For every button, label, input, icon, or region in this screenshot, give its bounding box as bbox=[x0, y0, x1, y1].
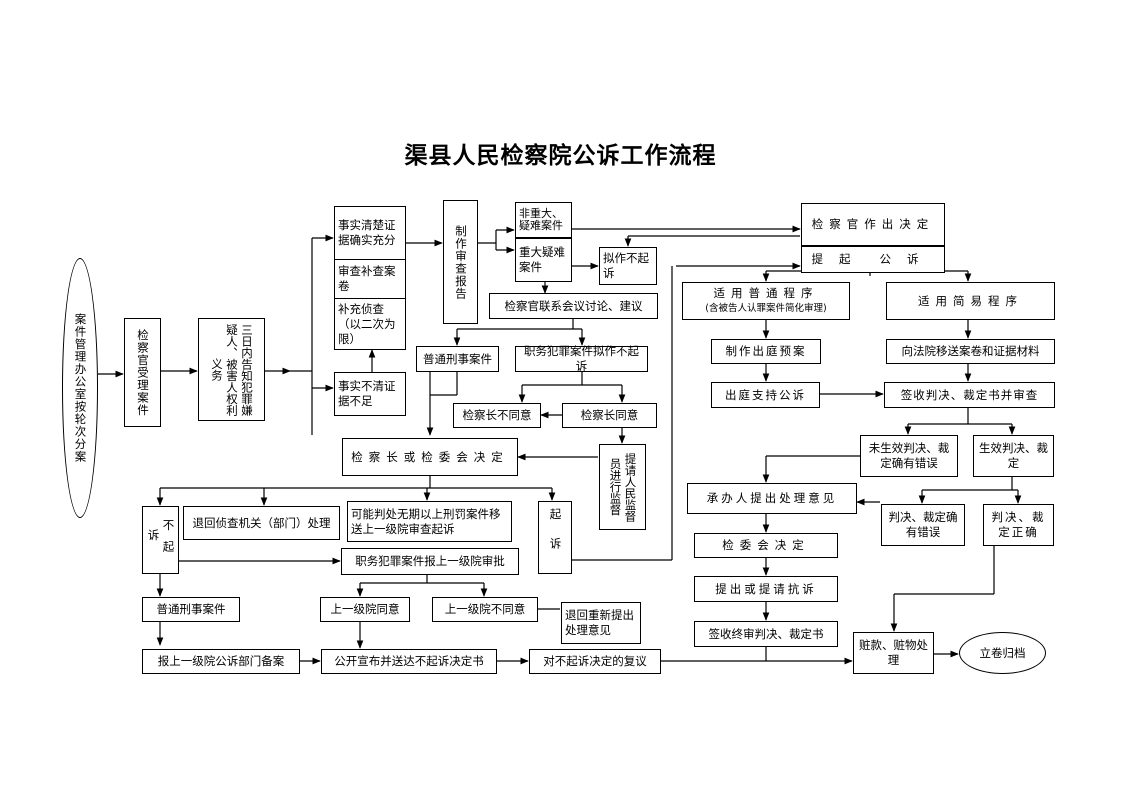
chief-disagree-node: 检察长不同意 bbox=[453, 403, 541, 428]
announce-deliver-node: 公开宣布并送达不起诉决定书 bbox=[321, 649, 497, 674]
joint-meeting-node: 检察官联系会议讨论、建议 bbox=[489, 293, 658, 319]
people-supervisor-node: 提请人民监督员进行监督 bbox=[599, 444, 646, 530]
facts-clear-node: 事实清楚证据确实充分 bbox=[334, 206, 406, 260]
prosecute-node: 起诉 bbox=[538, 501, 572, 574]
not-effective-node: 未生效判决、裁定确有错误 bbox=[860, 435, 958, 477]
ordinary-procedure-note: (含被告人认罪案件简化审理) bbox=[705, 303, 827, 314]
judgment-wrong-node: 判决、裁定确有错误 bbox=[881, 504, 965, 546]
transfer-higher-node: 可能判处无期以上刑罚案件移送上一级院审查起诉 bbox=[347, 501, 512, 542]
notify-rights-node: 三日内告知犯罪嫌疑人、被害人权利义务 bbox=[198, 318, 265, 421]
page-title: 渠县人民检察院公诉工作流程 bbox=[404, 142, 717, 169]
ordinary-case-node: 普通刑事案件 bbox=[416, 346, 499, 372]
review-file-node: 审查补查案卷 bbox=[334, 259, 406, 299]
court-plan-node: 制作出庭预案 bbox=[711, 339, 821, 364]
ordinary-case2-node: 普通刑事案件 bbox=[142, 597, 240, 622]
case-office-node: 案件管理办公室按轮次分案 bbox=[62, 258, 98, 518]
major-node: 重大疑难案件 bbox=[515, 238, 572, 282]
prosecutor-decide-node: 检察官作出决定 bbox=[801, 203, 945, 246]
handler-opinion-node: 承办人提出处理意见 bbox=[687, 483, 857, 514]
file-prosecution-label-a: 提起 bbox=[811, 252, 867, 266]
duty-crime-proposed-node: 职务犯罪案件拟作不起诉 bbox=[515, 344, 648, 373]
duty-crime-report-node: 职务犯罪案件报上一级院审批 bbox=[341, 548, 519, 575]
chief-committee-node: 检察长或检委会决定 bbox=[342, 438, 518, 476]
facts-unclear-node: 事实不清证据不足 bbox=[334, 372, 406, 416]
protest-node: 提出或提请抗诉 bbox=[694, 576, 838, 602]
sign-judgment-node: 签收判决、裁定书并审查 bbox=[884, 382, 1055, 408]
judgment-correct-node: 判决、裁定正确 bbox=[983, 504, 1054, 546]
committee-decide-node: 检委会决定 bbox=[694, 533, 838, 558]
chief-agree-node: 检察长同意 bbox=[562, 403, 657, 428]
sign-final-node: 签收终审判决、裁定书 bbox=[694, 621, 838, 647]
reconsider-node: 对不起诉决定的复议 bbox=[529, 649, 661, 674]
higher-agree-node: 上一级院同意 bbox=[320, 597, 410, 622]
non-major-node: 非重大、疑难案件 bbox=[515, 202, 572, 238]
support-prosecution-node: 出庭支持公诉 bbox=[711, 382, 820, 408]
supplement-node: 补充侦查（以二次为限） bbox=[334, 298, 406, 350]
ordinary-procedure-label: 适用普通程序 bbox=[713, 286, 819, 300]
stolen-goods-node: 赃款、赃物处理 bbox=[853, 632, 934, 674]
effective-node: 生效判决、裁定 bbox=[973, 435, 1054, 477]
simple-procedure-node: 适用简易程序 bbox=[886, 282, 1055, 320]
proposed-non-prosecution-node: 拟作不起诉 bbox=[599, 247, 657, 285]
ordinary-procedure-node: 适用普通程序 (含被告人认罪案件简化审理) bbox=[682, 282, 850, 320]
report-higher-file-node: 报上一级院公诉部门备案 bbox=[142, 649, 300, 674]
transfer-files-node: 向法院移送案卷和证据材料 bbox=[886, 339, 1055, 364]
file-prosecution-node: 提起 公诉 bbox=[801, 246, 945, 273]
return-investigation-node: 退回侦查机关（部门）处理 bbox=[183, 506, 340, 540]
prosecutor-accept-node: 检察官受理案件 bbox=[124, 318, 161, 427]
return-resubmit-node: 退回重新提出处理意见 bbox=[561, 602, 641, 644]
archive-node: 立卷归档 bbox=[959, 632, 1046, 674]
higher-disagree-node: 上一级院不同意 bbox=[432, 597, 538, 622]
review-report-node: 制作审查报告 bbox=[443, 200, 478, 324]
not-prosecute-node: 不起诉 bbox=[142, 506, 179, 574]
file-prosecution-label-b: 公诉 bbox=[879, 252, 935, 266]
